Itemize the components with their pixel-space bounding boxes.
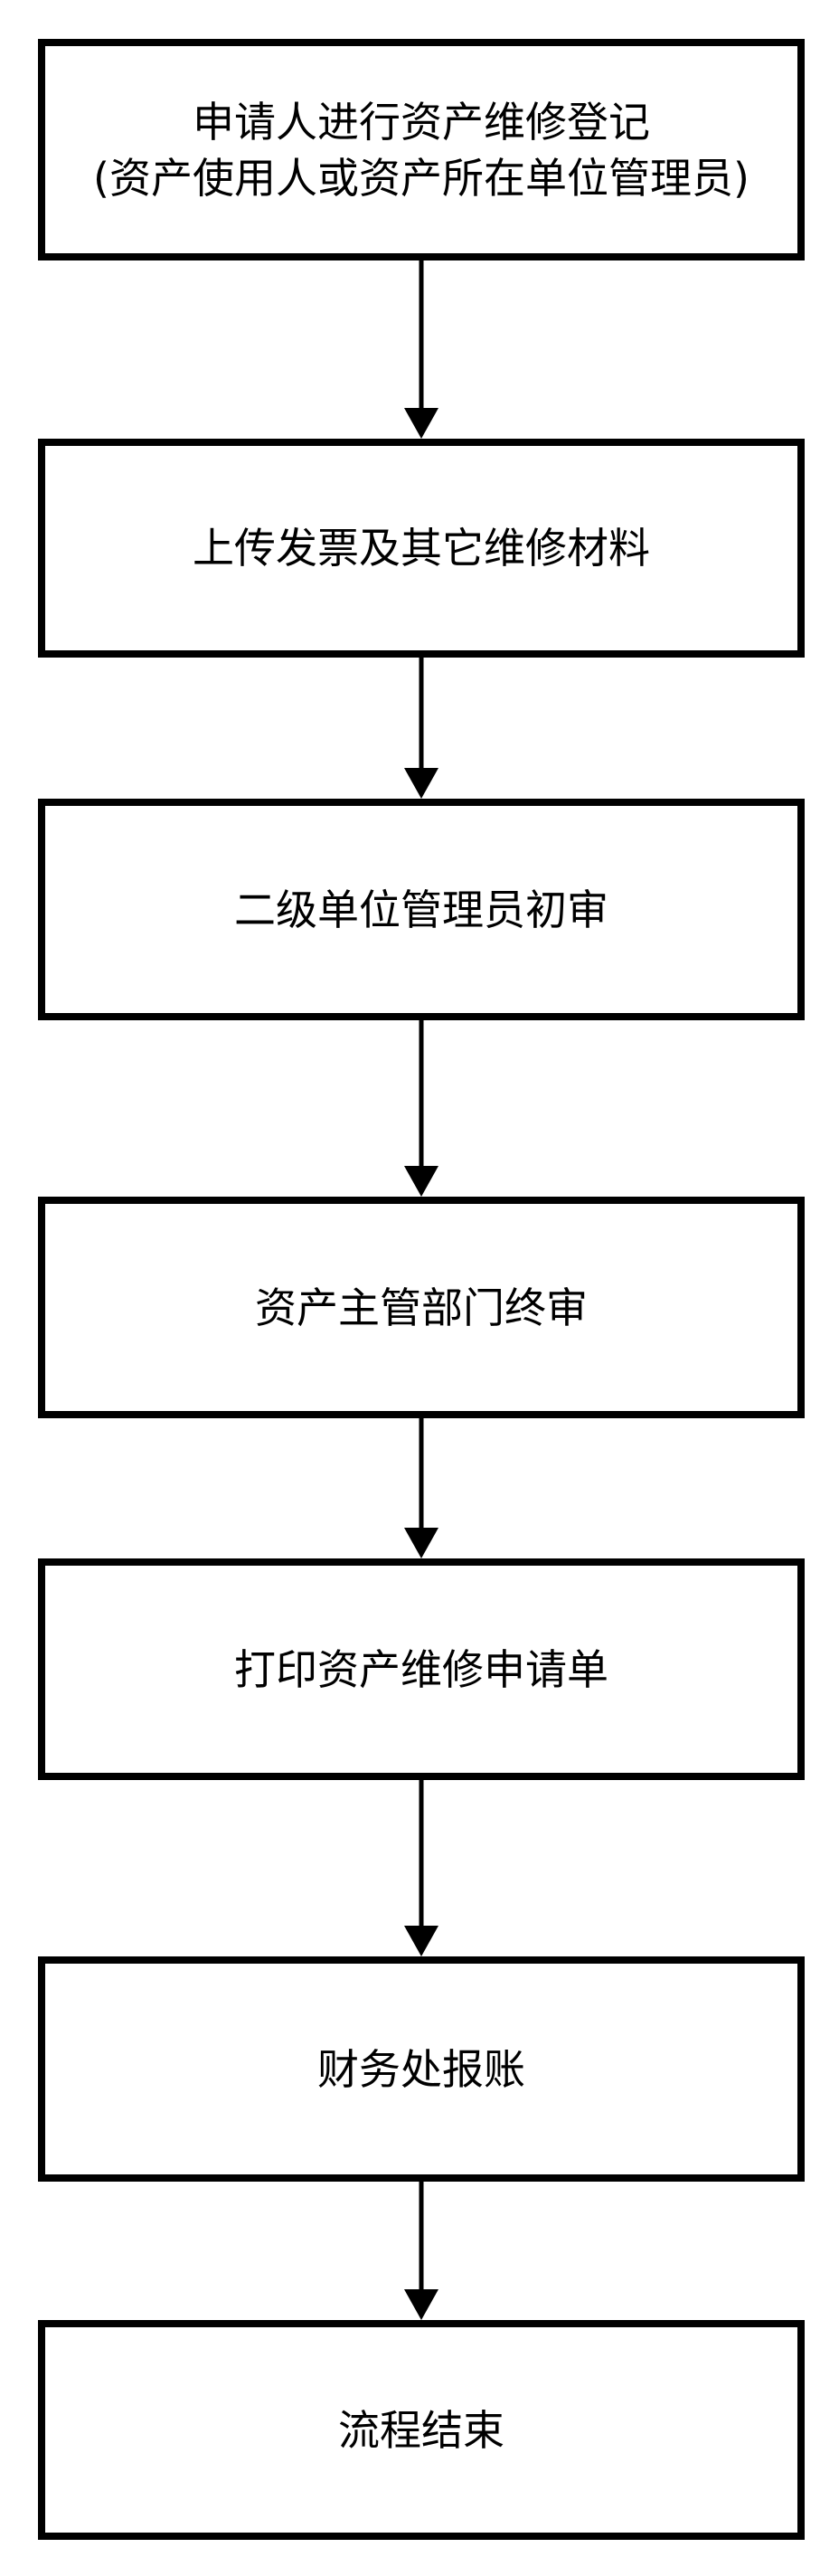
arrow-down-icon xyxy=(404,1926,438,1956)
node-print-application-form: 打印资产维修申请单 xyxy=(38,1558,805,1780)
arrow-shaft xyxy=(419,260,424,413)
node-end-line1: 流程结束 xyxy=(338,2405,504,2455)
node-secondary-unit-first-review: 二级单位管理员初审 xyxy=(38,799,805,1020)
node-upload-line1: 上传发票及其它维修材料 xyxy=(193,524,650,573)
node-first-review-line1: 二级单位管理员初审 xyxy=(234,885,608,934)
arrow-down-icon xyxy=(404,408,438,439)
node-final-review-line1: 资产主管部门终审 xyxy=(255,1283,588,1332)
node-upload-invoice: 上传发票及其它维修材料 xyxy=(38,439,805,658)
arrow-down-icon xyxy=(404,2289,438,2320)
arrow-down-icon xyxy=(404,1528,438,1558)
node-reimbursement-line1: 财务处报账 xyxy=(317,2044,525,2094)
flow-connector-2 xyxy=(404,658,438,799)
node-register-line2: (资产使用人或资产所在单位管理员) xyxy=(93,153,749,203)
node-print-form-line1: 打印资产维修申请单 xyxy=(234,1644,608,1694)
arrow-shaft xyxy=(419,1418,424,1533)
arrow-down-icon xyxy=(404,1166,438,1197)
node-register-application: 申请人进行资产维修登记 (资产使用人或资产所在单位管理员) xyxy=(38,39,805,260)
arrow-down-icon xyxy=(404,768,438,799)
arrow-shaft xyxy=(419,1020,424,1171)
flow-connector-4 xyxy=(404,1418,438,1558)
flow-connector-6 xyxy=(404,2182,438,2320)
node-asset-dept-final-review: 资产主管部门终审 xyxy=(38,1197,805,1418)
node-process-end: 流程结束 xyxy=(38,2320,805,2540)
flow-connector-5 xyxy=(404,1780,438,1956)
arrow-shaft xyxy=(419,658,424,773)
flow-connector-1 xyxy=(404,260,438,439)
node-finance-reimbursement: 财务处报账 xyxy=(38,1956,805,2182)
node-register-line1: 申请人进行资产维修登记 xyxy=(193,97,650,147)
arrow-shaft xyxy=(419,2182,424,2295)
flow-connector-3 xyxy=(404,1020,438,1197)
arrow-shaft xyxy=(419,1780,424,1931)
